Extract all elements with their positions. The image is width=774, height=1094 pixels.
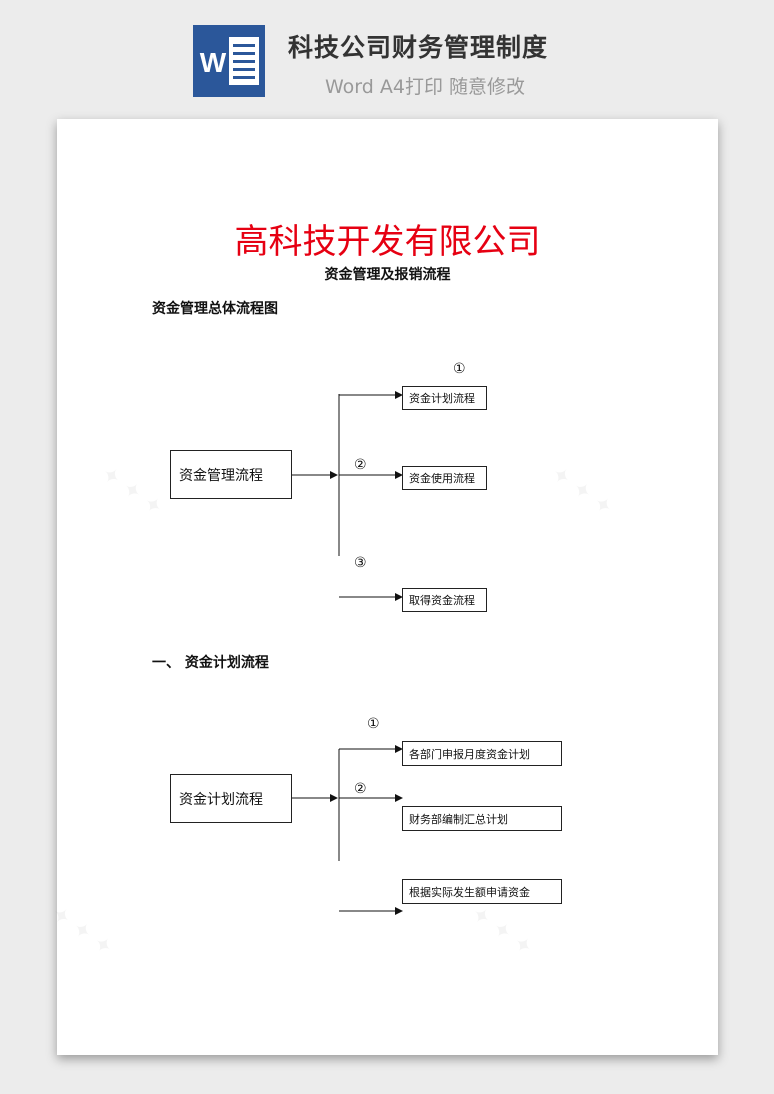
word-icon: W <box>193 25 265 97</box>
section-overview-heading: 资金管理总体流程图 <box>152 301 278 317</box>
step-number: ① <box>367 716 380 732</box>
document-header: W 科技公司财务管理制度 Word A4打印 随意修改 <box>0 0 774 115</box>
branch-box: 财务部编制汇总计划 <box>402 806 562 831</box>
branch-box: 根据实际发生额申请资金 <box>402 879 562 904</box>
flow-connectors <box>292 391 403 915</box>
step-number: ① <box>453 361 466 377</box>
document-subtitle: 资金管理及报销流程 <box>324 267 451 283</box>
header-title: 科技公司财务管理制度 <box>288 33 549 62</box>
header-subtitle: Word A4打印 随意修改 <box>325 76 526 98</box>
svg-text:W: W <box>200 47 227 78</box>
branch-box: 取得资金流程 <box>402 588 487 612</box>
plan-process-box: 资金计划流程 <box>170 774 292 823</box>
main-process-box: 资金管理流程 <box>170 450 292 499</box>
branch-box: 资金使用流程 <box>402 466 487 490</box>
company-name: 高科技开发有限公司 <box>234 222 541 262</box>
step-number: ③ <box>354 555 367 571</box>
step-number: ② <box>354 781 367 797</box>
branch-box: 各部门申报月度资金计划 <box>402 741 562 766</box>
document-page: ✦ ✦ ✦ ✦ ✦ ✦ ✦ ✦ ✦ ✦ ✦ ✦ 高科技开发有限公司 资金管理及报… <box>46 119 718 1055</box>
section-1-heading: 一、 资金计划流程 <box>152 655 269 671</box>
branch-box: 资金计划流程 <box>402 386 487 410</box>
step-number: ② <box>354 457 367 473</box>
